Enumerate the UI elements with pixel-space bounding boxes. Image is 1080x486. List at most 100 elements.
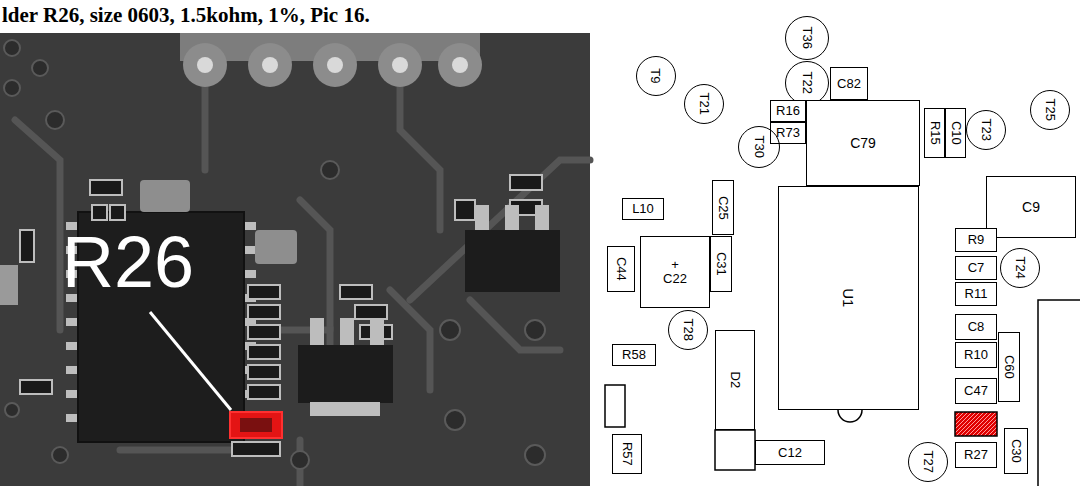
board-artwork (455, 200, 475, 220)
regulators (298, 205, 560, 416)
part-label: C10 (949, 121, 963, 145)
part-label: R15 (928, 121, 942, 145)
board-artwork (440, 320, 460, 340)
part-label: C44 (614, 257, 628, 281)
board-artwork (715, 430, 755, 470)
header-pins (180, 33, 482, 87)
test-point: T9 (636, 56, 676, 96)
board-artwork (120, 447, 230, 454)
part-label: R11 (965, 287, 988, 301)
board-artwork (248, 285, 280, 299)
test-point: T25 (1030, 90, 1070, 130)
component-outline: C47 (955, 378, 997, 404)
part-label: C12 (778, 446, 802, 460)
part-label: T9 (649, 68, 663, 83)
component-outline: C31 (710, 236, 732, 292)
board-artwork (370, 318, 384, 348)
component-outline: C44 (607, 246, 635, 292)
board-artwork (183, 43, 227, 87)
board-artwork (4, 80, 20, 96)
test-point: T27 (908, 442, 948, 482)
part-label: + (671, 258, 679, 272)
board-artwork (321, 161, 339, 179)
board-artwork (5, 403, 19, 417)
component-outline: C9 (986, 176, 1076, 238)
board-artwork (392, 57, 408, 73)
board-artwork (0, 33, 590, 486)
test-point: T24 (1000, 248, 1040, 288)
component-outline: U1 (778, 186, 919, 410)
board-artwork (400, 70, 440, 230)
component-outline: C25 (712, 180, 734, 235)
part-label: R27 (964, 448, 988, 462)
smd-parts (0, 175, 542, 456)
component-outline: C82 (830, 67, 868, 100)
part-label: T30 (752, 136, 766, 158)
part-label: T27 (921, 451, 935, 473)
board-artwork (248, 385, 280, 399)
board-artwork (310, 402, 380, 416)
board-artwork (600, 0, 1080, 486)
board-artwork (32, 60, 48, 76)
part-label: T24 (1013, 257, 1027, 279)
component-outline: R58 (612, 344, 656, 366)
component-outline: C60 (998, 332, 1020, 402)
highlight-box (230, 412, 282, 438)
board-artwork (52, 447, 68, 463)
test-point: T21 (684, 84, 724, 124)
board-artwork (20, 175, 542, 456)
page-title: lder R26, size 0603, 1.5kohm, 1%, Pic 16… (2, 3, 370, 28)
component-outline: R11 (955, 282, 997, 306)
component-outline: R10 (955, 342, 997, 368)
board-artwork (452, 57, 468, 73)
board-artwork (248, 325, 280, 339)
part-label: T36 (800, 27, 814, 49)
board-artwork (291, 451, 309, 469)
component-outline: R57 (612, 434, 642, 474)
part-label: C7 (968, 261, 985, 275)
component-outline: D2 (715, 330, 755, 430)
part-label: T21 (697, 93, 711, 115)
board-artwork (438, 43, 482, 87)
component-outline: R27 (955, 442, 997, 468)
board-artwork (445, 410, 465, 430)
part-label: R73 (776, 126, 800, 140)
resistor-symbol (240, 418, 272, 432)
board-artwork (248, 43, 292, 87)
test-point: T22 (785, 61, 829, 105)
part-label: T23 (979, 119, 993, 141)
board-artwork (197, 57, 213, 73)
board-artwork (470, 300, 560, 350)
board-artwork (510, 175, 542, 190)
silkscreen-drawing (600, 0, 1080, 486)
board-artwork (313, 43, 357, 87)
board-artwork (298, 345, 393, 403)
board-artwork (0, 265, 18, 305)
part-label: L10 (632, 202, 654, 216)
part-label: C60 (1002, 355, 1016, 379)
board-artwork (140, 180, 190, 212)
part-label: C22 (663, 272, 687, 286)
board-artwork (340, 285, 372, 299)
callout-label: R26 (62, 226, 194, 298)
part-label: T25 (1043, 99, 1057, 121)
component-outline: C7 (955, 256, 997, 280)
board-artwork (327, 57, 343, 73)
board-artwork (15, 70, 590, 486)
component-outline: C8 (955, 314, 997, 340)
part-label: R57 (620, 442, 634, 466)
board-artwork (378, 43, 422, 87)
board-artwork (355, 305, 387, 319)
component-outline: +C22 (640, 236, 710, 308)
part-label: C47 (964, 384, 988, 398)
board-artwork (15, 120, 60, 330)
board-artwork (248, 345, 280, 359)
component-outline: R73 (770, 122, 806, 144)
test-point: T30 (738, 126, 780, 168)
test-point: T36 (785, 16, 829, 60)
board-photo (0, 33, 590, 486)
board-artwork (4, 40, 20, 56)
part-label: D2 (728, 372, 742, 389)
